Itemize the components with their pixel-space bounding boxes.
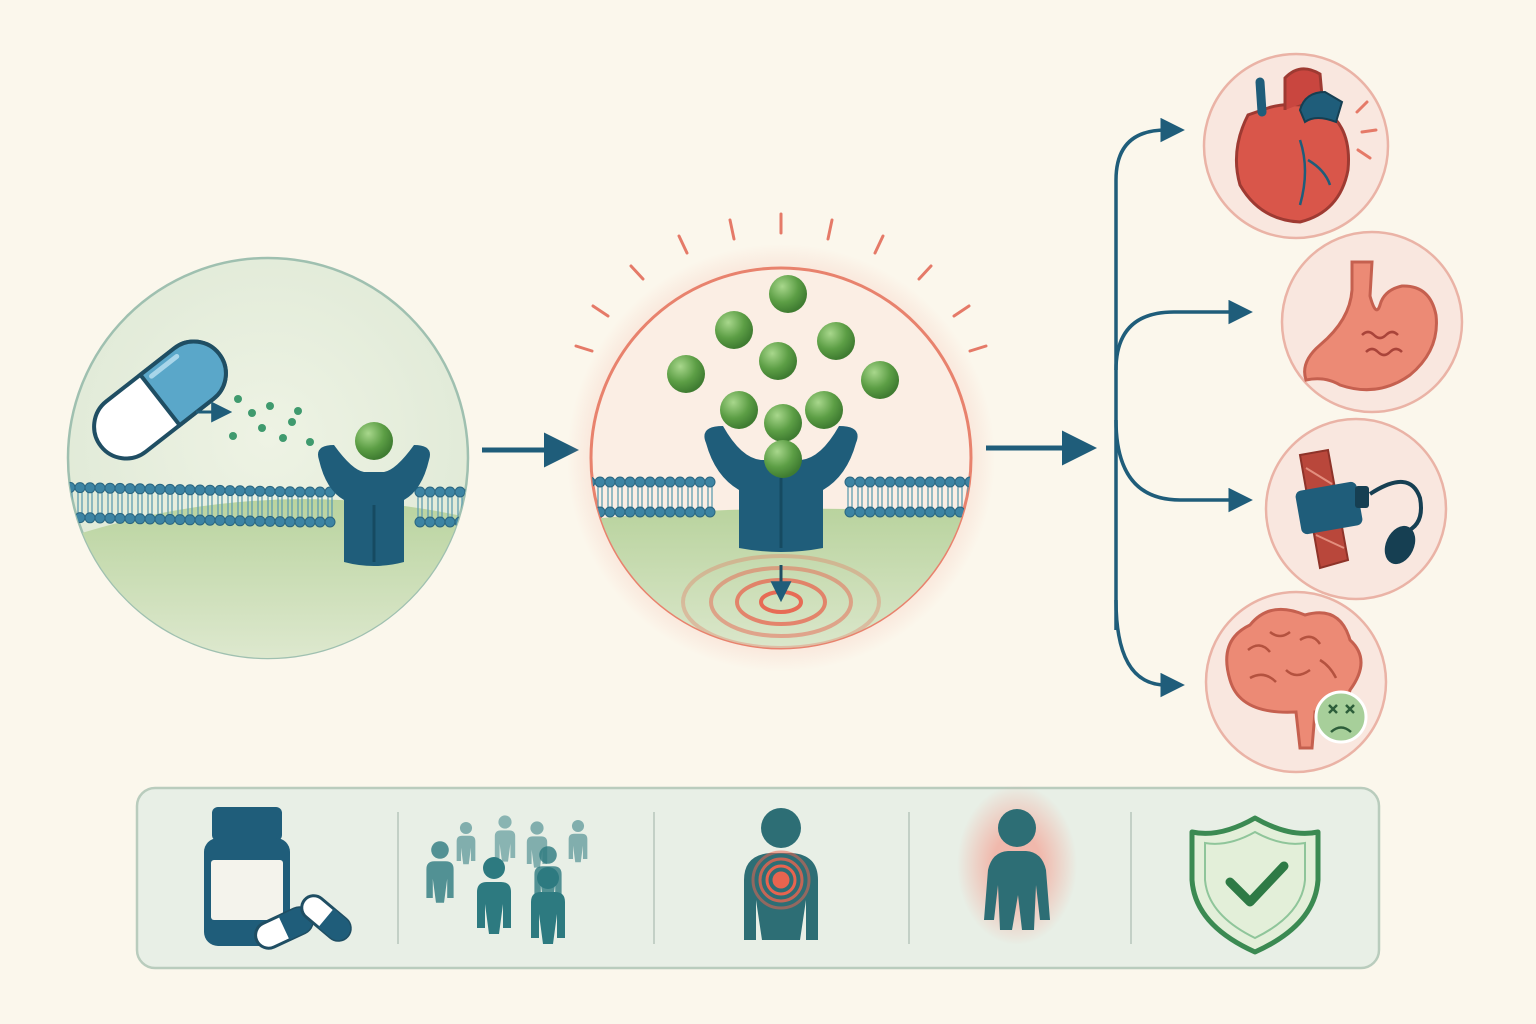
panel-dividers bbox=[397, 812, 1132, 944]
outcome-panel bbox=[135, 785, 1381, 970]
cell-membrane-icon bbox=[591, 476, 971, 518]
capsule-icon bbox=[92, 339, 228, 461]
receptor-icon bbox=[704, 426, 858, 552]
person-glow-icon bbox=[957, 785, 1077, 945]
activation-rays bbox=[574, 212, 988, 353]
medicine-bottle-icon bbox=[204, 807, 352, 950]
effect-heart bbox=[1202, 52, 1390, 240]
ligand-particles-icon bbox=[229, 395, 314, 446]
ligand-cluster-icon bbox=[667, 275, 899, 478]
heart-icon bbox=[1234, 67, 1351, 224]
stage-receptor-activation bbox=[567, 212, 995, 672]
effect-stomach bbox=[1280, 230, 1464, 414]
effect-brain bbox=[1204, 590, 1388, 774]
population-group-icon bbox=[426, 815, 588, 944]
brain-icon bbox=[1225, 607, 1363, 750]
bound-ligand bbox=[355, 422, 393, 460]
cell-interior bbox=[68, 499, 468, 658]
stage-drug-binding bbox=[66, 256, 470, 660]
receptor-icon bbox=[318, 445, 430, 566]
blood-pressure-cuff-icon bbox=[1295, 448, 1423, 570]
dizzy-face-icon bbox=[1314, 690, 1368, 744]
stomach-icon bbox=[1303, 260, 1438, 392]
effect-blood-pressure bbox=[1264, 417, 1448, 601]
effect-branches bbox=[1114, 117, 1253, 698]
shield-check-icon bbox=[1189, 815, 1321, 955]
person-target-icon bbox=[744, 808, 818, 940]
palpitation-lines bbox=[1355, 100, 1378, 160]
